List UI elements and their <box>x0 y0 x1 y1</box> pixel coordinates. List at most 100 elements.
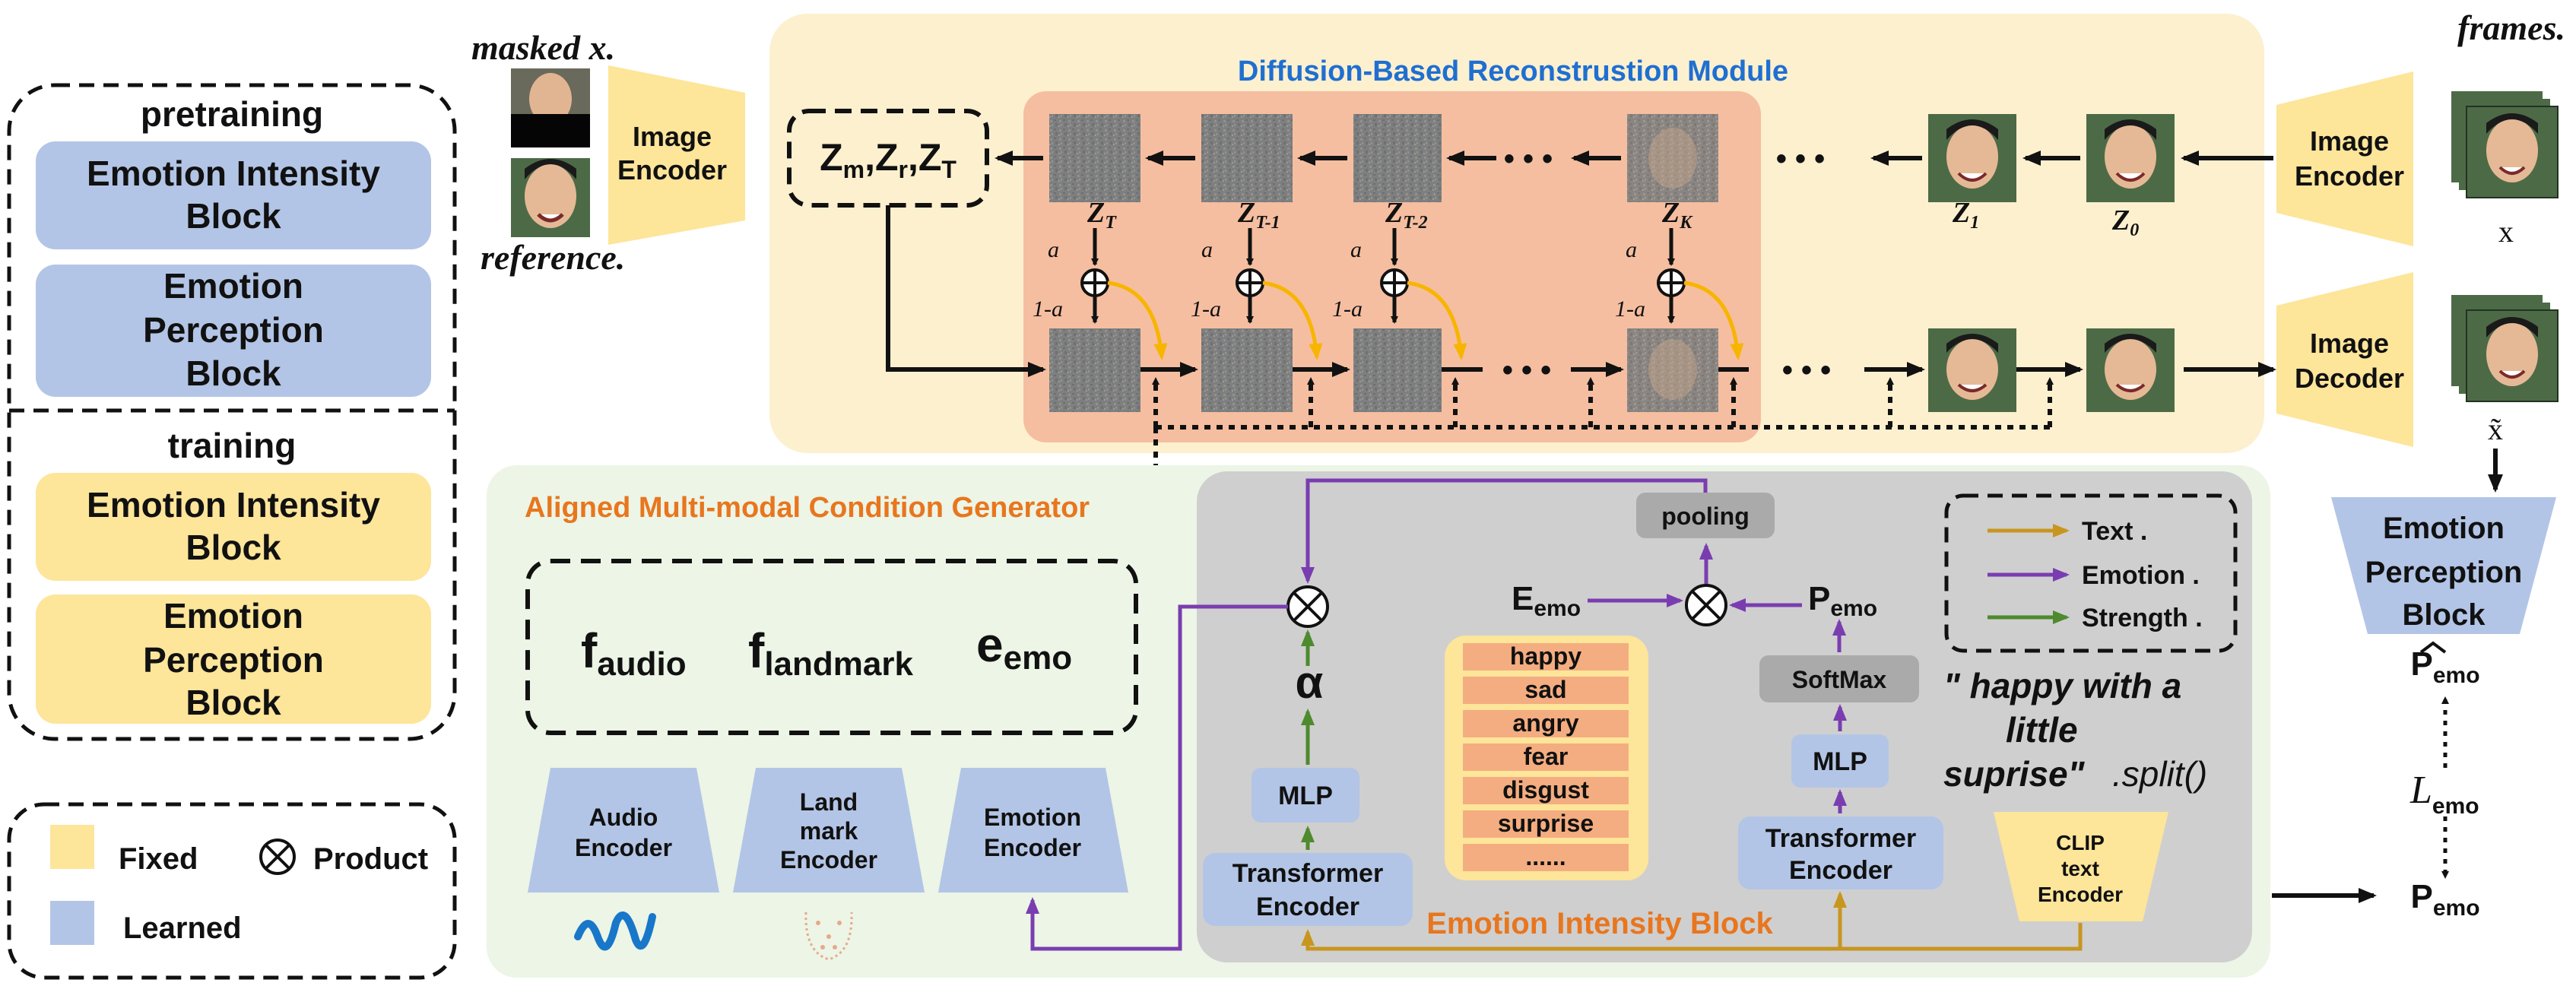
right-image-encoder-label-1: Image <box>2310 125 2389 157</box>
denoise-frame-2 <box>1201 328 1293 412</box>
a-label-1: a <box>1048 237 1059 262</box>
mix-nodes: a a a a 1-a 1-a 1-a 1-a <box>1033 228 1744 360</box>
reference-face-image <box>511 158 590 237</box>
condition-feature-box <box>525 559 1138 735</box>
audio-wave-icon <box>574 911 656 951</box>
left-stage-panel: pretraining Emotion Intensity Block Emot… <box>7 83 457 741</box>
training-perception-label-1: Emotion <box>163 596 303 636</box>
right-image-decoder-label-2: Decoder <box>2295 363 2404 394</box>
landmark-encoder <box>733 768 925 892</box>
a-label-2: a <box>1201 237 1213 262</box>
quote-line-3: suprise" <box>1943 754 2086 794</box>
alpha-product-node <box>1286 585 1329 628</box>
training-intensity-block <box>36 473 431 581</box>
training-perception-label-2: Perception <box>143 640 324 680</box>
landmark-encoder-label-3: Encoder <box>780 846 877 873</box>
training-intensity-label-2: Block <box>186 528 281 567</box>
pretraining-intensity-label-2: Block <box>186 196 281 236</box>
right-image-encoder <box>2276 71 2413 246</box>
pretraining-perception-label-1: Emotion <box>163 266 303 306</box>
diffusion-module: Diffusion-Based Reconstrustion Module Zm… <box>769 14 2276 648</box>
legend-emotion-label: Emotion . <box>2082 561 2200 590</box>
transformer-left-box <box>1203 853 1413 926</box>
clip-text-encoder <box>1994 812 2168 921</box>
right-image-encoder-label-2: Encoder <box>2295 160 2404 192</box>
text-flow-path <box>1301 923 2083 951</box>
mlp-right-label: MLP <box>1813 747 1867 776</box>
quote-line-2: little <box>2006 710 2078 750</box>
noisy-frame-zt1 <box>1201 114 1293 202</box>
left-image-encoder-label-2: Encoder <box>617 154 727 185</box>
masked-label: masked x. <box>471 28 615 67</box>
denoise-frame-0-clean <box>2086 328 2175 412</box>
right-image-decoder <box>2276 272 2413 447</box>
emotion-intensity-block: Emotion Intensity Block pooling Eemo Pem… <box>1026 471 2252 962</box>
emotion-item-angry <box>1463 710 1629 737</box>
training-perception-block <box>36 594 431 724</box>
pretraining-label: pretraining <box>141 94 323 134</box>
training-intensity-label-1: Emotion Intensity <box>87 485 380 525</box>
reference-label: reference. <box>481 238 625 277</box>
product-legend-label: Product <box>313 842 428 876</box>
emotion-item-surprise-label: surprise <box>1498 810 1594 837</box>
transformer-right-box <box>1738 816 1943 889</box>
frames-label: frames. <box>2457 8 2565 47</box>
right-perception-label-1: Emotion <box>2383 512 2505 545</box>
legend-strength-label: Strength . <box>2082 604 2203 632</box>
transformer-right-label-2: Encoder <box>1789 856 1892 885</box>
plus-node-2 <box>1236 228 1323 360</box>
emotion-item-fear <box>1463 743 1629 771</box>
emotion-item-sad <box>1463 677 1629 704</box>
emotion-encoder <box>938 768 1128 892</box>
input-frames-stack <box>2451 91 2559 198</box>
intensity-product-node <box>1685 584 1727 626</box>
emotion-item-happy <box>1463 643 1629 671</box>
intensity-title: Emotion Intensity Block <box>1426 907 1773 940</box>
bottom-dots-1: • • • <box>1502 354 1551 387</box>
training-label: training <box>168 426 297 465</box>
emotion-item-happy-label: happy <box>1510 642 1581 670</box>
emotion-item-disgust <box>1463 777 1629 804</box>
learned-legend-label: Learned <box>123 911 242 945</box>
top-dots-2: • • • <box>1776 142 1825 176</box>
loss-label: Lemo <box>2409 769 2479 819</box>
condition-title: Aligned Multi-modal Condition Generator <box>525 492 1090 524</box>
fixed-legend-label: Fixed <box>119 842 198 876</box>
pooling-box <box>1636 493 1775 538</box>
quote-line-1: " happy with a <box>1943 666 2181 705</box>
clip-label-1: CLIP <box>2056 831 2105 854</box>
landmark-face-icon <box>804 911 853 961</box>
product-icon <box>259 839 296 875</box>
legend-box: Fixed Product Learned <box>7 802 457 980</box>
split-label: .split() <box>2112 754 2207 794</box>
clip-label-2: text <box>2061 857 2099 880</box>
softmax-box <box>1759 655 1919 702</box>
noisy-frame-zt <box>1049 114 1140 202</box>
audio-encoder <box>528 768 719 892</box>
pooling-label: pooling <box>1661 503 1750 530</box>
emotion-item-surprise <box>1463 810 1629 838</box>
emotion-encoder-label-1: Emotion <box>984 804 1081 831</box>
noisy-frame-zk <box>1627 114 1718 202</box>
learned-swatch <box>50 901 94 945</box>
plus-node-4 <box>1657 228 1744 360</box>
diffusion-title: Diffusion-Based Reconstrustion Module <box>1238 55 1788 87</box>
one-minus-a-label-3: 1-a <box>1332 296 1363 322</box>
emotion-item-angry-label: angry <box>1512 709 1578 737</box>
training-perception-label-3: Block <box>186 683 281 722</box>
plus-node-3 <box>1380 228 1467 360</box>
top-dots-1: • • • <box>1504 142 1553 176</box>
audio-encoder-label-1: Audio <box>589 804 658 831</box>
emotion-item-fear-label: fear <box>1524 743 1569 770</box>
emotion-items: happy sad angry fear disgust surprise ..… <box>1463 642 1629 871</box>
one-minus-a-label-4: 1-a <box>1615 296 1645 322</box>
right-perception-label-3: Block <box>2403 598 2486 632</box>
mlp-right-box <box>1791 734 1889 788</box>
audio-encoder-label-2: Encoder <box>575 834 672 861</box>
a-label-4: a <box>1626 237 1637 262</box>
emotion-flow-path <box>1301 478 1708 584</box>
one-minus-a-label-1: 1-a <box>1033 296 1063 322</box>
transformer-left-label-2: Encoder <box>1256 892 1359 921</box>
pretraining-intensity-label-1: Emotion Intensity <box>87 154 380 193</box>
